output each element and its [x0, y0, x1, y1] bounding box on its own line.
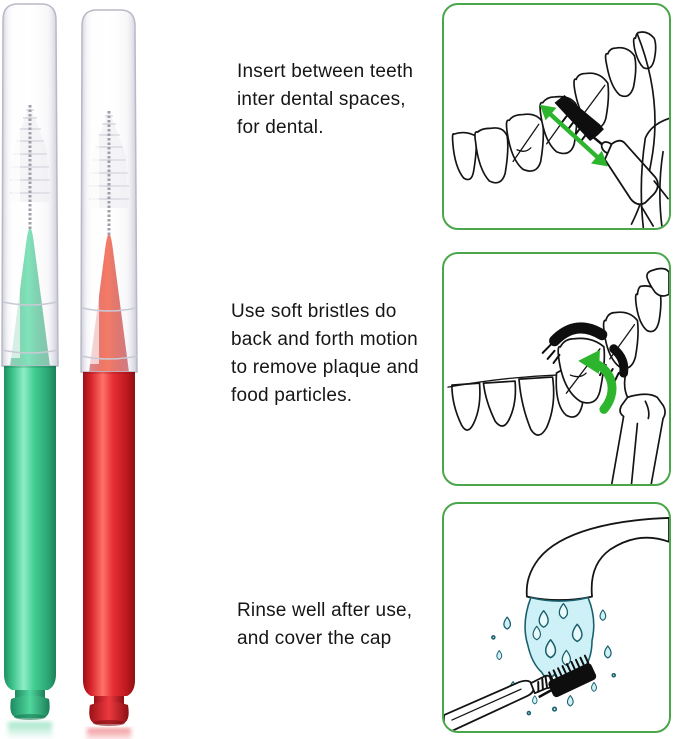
- instruction-line: Use soft bristles do: [231, 301, 397, 322]
- instruction-line: back and forth motion: [231, 329, 418, 350]
- insert-between-teeth-illustration: [451, 31, 669, 228]
- brush-handle: [83, 372, 135, 696]
- interdental-brush-icon: [541, 322, 629, 385]
- panel-step-2: [442, 252, 671, 486]
- panel-step-1: [442, 3, 671, 230]
- brush-under-water-icon: [444, 654, 597, 731]
- instruction-line: for dental.: [237, 117, 324, 138]
- hand-outline: [640, 117, 669, 228]
- hand-outline: [610, 366, 666, 484]
- step-1-text: Insert between teeth inter dental spaces…: [237, 58, 413, 142]
- faucet-icon: [525, 517, 669, 601]
- interdental-brush-icon: [554, 94, 669, 227]
- step-3-text: Rinse well after use, and cover the cap: [237, 597, 412, 653]
- clear-cap: [1, 3, 59, 367]
- product-photo: [1, 3, 138, 739]
- brush-reflection: [87, 728, 131, 739]
- instruction-line: inter dental spaces,: [237, 89, 406, 110]
- step-2-text: Use soft bristles do back and forth moti…: [231, 298, 419, 410]
- in-out-arrow-icon: [539, 104, 608, 167]
- teeth-row: [447, 267, 669, 436]
- cap-ring-lower: [1, 349, 59, 354]
- cap-highlight: [90, 14, 99, 364]
- brush-red: [80, 9, 138, 739]
- instruction-line: to remove plaque and: [231, 357, 419, 378]
- clear-cap: [80, 9, 138, 373]
- cap-ring-upper: [2, 301, 58, 306]
- handle-end-plug: [89, 696, 129, 726]
- rinse-brush-illustration: [444, 517, 669, 731]
- cap-highlight: [11, 8, 20, 358]
- back-and-forth-illustration: [447, 267, 669, 484]
- teeth-row: [451, 31, 657, 225]
- instruction-line: food particles.: [231, 385, 353, 406]
- handle-end-plug: [10, 690, 50, 720]
- brush-green: [1, 3, 59, 739]
- curved-motion-arrow-icon: [578, 349, 617, 414]
- cap-ring-lower: [80, 355, 138, 360]
- instruction-line: Insert between teeth: [237, 61, 414, 82]
- cap-ring-upper: [81, 307, 137, 312]
- instruction-line: Rinse well after use,: [237, 600, 413, 621]
- brush-reflection: [8, 722, 52, 739]
- brush-handle: [4, 366, 56, 690]
- panel-step-3: [442, 502, 671, 733]
- instruction-line: and cover the cap: [237, 628, 392, 649]
